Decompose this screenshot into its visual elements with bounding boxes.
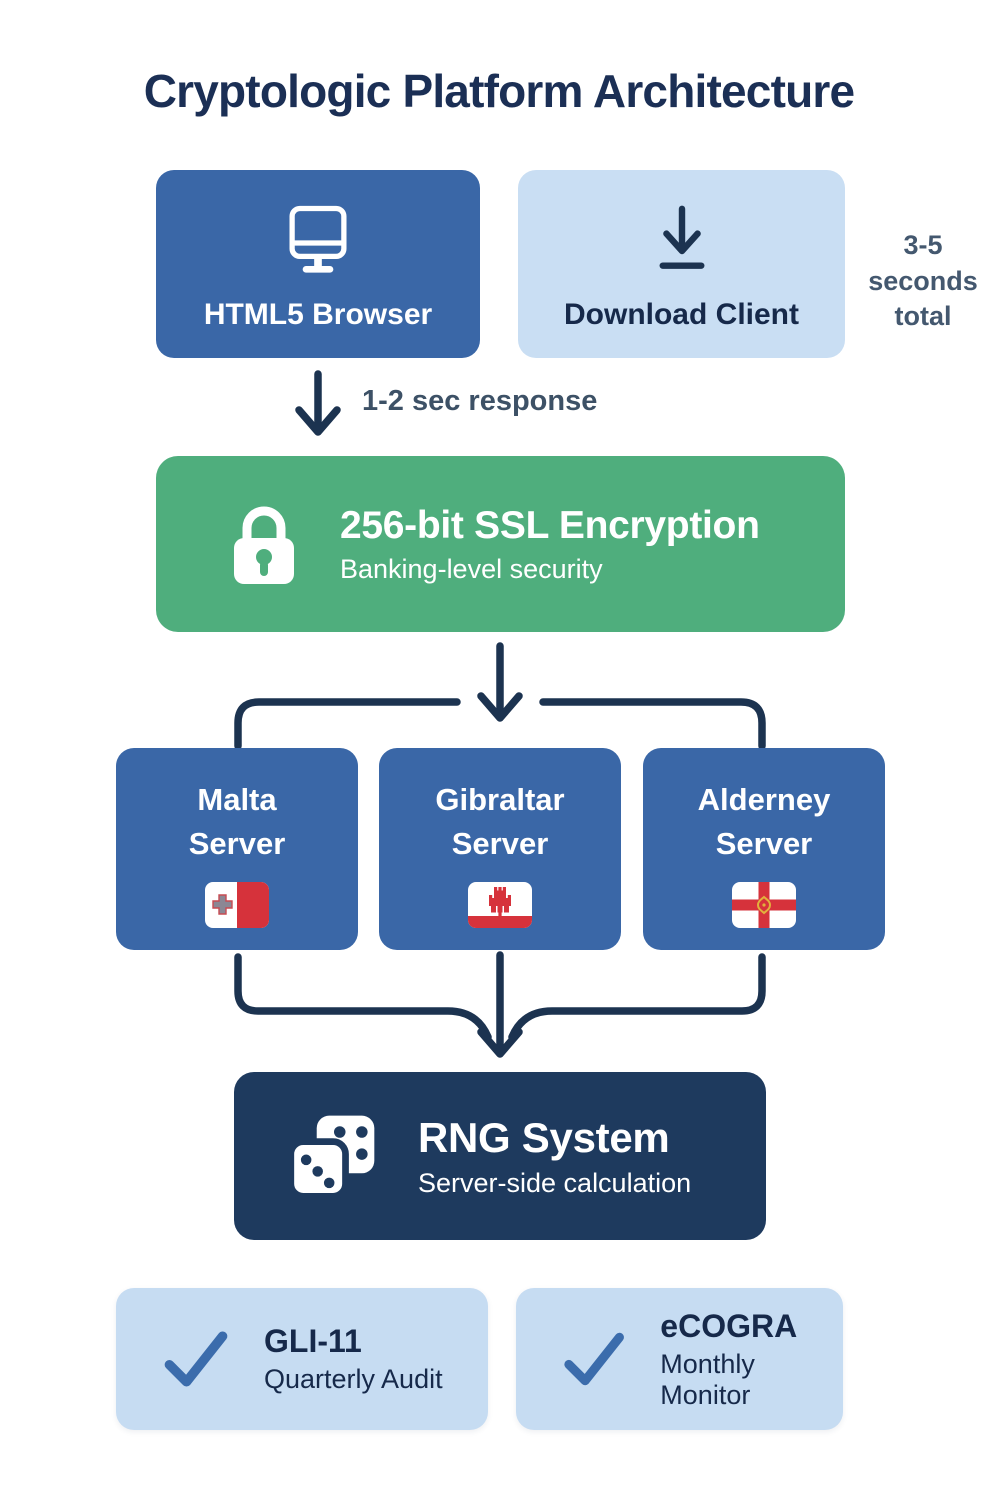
converge-left <box>234 953 492 1041</box>
html5-browser-node: HTML5 Browser <box>156 170 480 358</box>
ecogra-audit-node: eCOGRA Monthly Monitor <box>516 1288 843 1430</box>
gibraltar-server-node: Gibraltar Server <box>379 748 621 950</box>
gli-text-block: GLI-11 Quarterly Audit <box>264 1323 443 1395</box>
check-icon <box>164 1331 228 1387</box>
monitor-icon <box>289 205 347 273</box>
ssl-text-block: 256-bit SSL Encryption Banking-level sec… <box>340 504 760 585</box>
dice-icon <box>287 1115 375 1200</box>
download-client-node: Download Client <box>518 170 845 358</box>
gli-subtitle: Quarterly Audit <box>264 1364 443 1394</box>
rng-title: RNG System <box>418 1113 670 1161</box>
lock-icon <box>234 506 294 584</box>
gibraltar-flag-icon <box>468 882 532 929</box>
ecogra-title: eCOGRA <box>660 1307 798 1344</box>
rng-subtitle: Server-side calculation <box>418 1167 692 1198</box>
download-client-label: Download Client <box>564 298 799 331</box>
page-title: Cryptologic Platform Architecture <box>143 65 855 117</box>
converge-center-head <box>477 1028 523 1058</box>
ssl-subtitle: Banking-level security <box>340 553 603 584</box>
check-icon <box>564 1332 624 1386</box>
html5-browser-label: HTML5 Browser <box>203 298 433 331</box>
gli-audit-node: GLI-11 Quarterly Audit <box>116 1288 488 1430</box>
malta-server-label: Malta Server <box>188 782 286 862</box>
alderney-server-node: Alderney Server <box>643 748 885 950</box>
ecogra-subtitle: Monthly Monitor <box>660 1348 755 1410</box>
branch-left <box>234 698 461 750</box>
rng-system-node: RNG System Server-side calculation <box>234 1072 766 1240</box>
alderney-server-label: Alderney Server <box>697 782 831 862</box>
ssl-title: 256-bit SSL Encryption <box>340 503 760 547</box>
arrow-browser-to-ssl-head <box>295 406 341 436</box>
ssl-encryption-node: 256-bit SSL Encryption Banking-level sec… <box>156 456 845 632</box>
gibraltar-server-label: Gibraltar Server <box>435 782 565 862</box>
arrow-ssl-down-head <box>477 692 523 722</box>
alderney-flag-icon <box>732 882 796 929</box>
malta-flag-icon <box>205 882 269 929</box>
response-time-label: 1-2 sec response <box>362 385 598 417</box>
branch-right <box>539 698 766 750</box>
rng-text-block: RNG System Server-side calculation <box>418 1114 691 1199</box>
duration-note: 3-5 seconds total <box>868 230 978 332</box>
gli-title: GLI-11 <box>264 1323 362 1359</box>
malta-server-node: Malta Server <box>116 748 358 950</box>
download-icon <box>659 205 704 269</box>
ecogra-text-block: eCOGRA Monthly Monitor <box>660 1308 843 1411</box>
converge-right <box>508 953 766 1041</box>
